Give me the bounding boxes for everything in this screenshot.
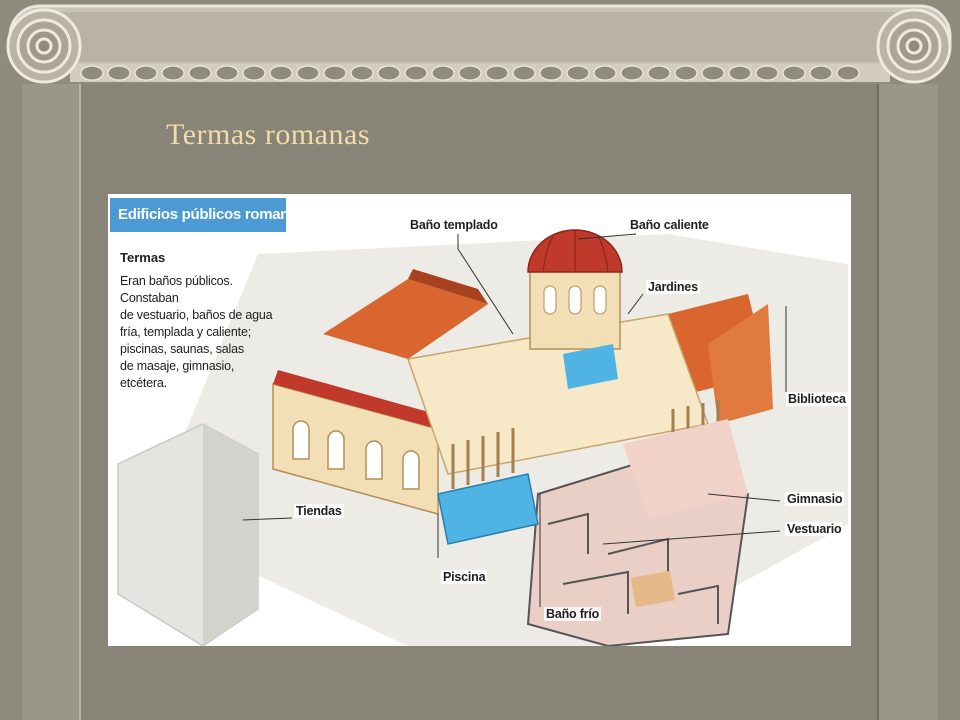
dome-windows — [543, 285, 607, 315]
label-bano-frio: Baño frío — [544, 607, 602, 621]
leader-lines — [242, 233, 787, 607]
egg-ornament — [458, 65, 482, 81]
egg-ornament — [350, 65, 374, 81]
egg-ornament — [620, 65, 644, 81]
egg-ornament — [809, 65, 833, 81]
baths-drawing — [117, 229, 848, 646]
egg-ornament — [431, 65, 455, 81]
egg-ornament — [296, 65, 320, 81]
egg-ornament — [836, 65, 860, 81]
egg-ornament — [674, 65, 698, 81]
slide-title: Termas romanas — [166, 118, 370, 151]
figure-header: Edificios públicos romanos — [110, 198, 306, 232]
label-vestuario: Vestuario — [785, 522, 844, 536]
pool-tepid — [563, 344, 618, 389]
egg-ornament — [269, 65, 293, 81]
egg-ornament — [161, 65, 185, 81]
label-bano-caliente: Baño caliente — [628, 218, 711, 232]
label-tiendas: Tiendas — [294, 504, 344, 518]
egg-ornament — [782, 65, 806, 81]
front-roof — [273, 370, 443, 429]
egg-ornament — [80, 65, 104, 81]
rear-roof-left — [323, 279, 488, 359]
label-jardines: Jardines — [646, 280, 700, 294]
figure-description: Eran baños públicos. Constaban de vestua… — [120, 274, 273, 390]
eggs — [80, 65, 860, 81]
egg-ornament — [566, 65, 590, 81]
label-gimnasio: Gimnasio — [785, 492, 845, 506]
egg-ornament — [404, 65, 428, 81]
label-bano-templado: Baño templado — [408, 218, 500, 232]
egg-ornament — [593, 65, 617, 81]
egg-ornament — [485, 65, 509, 81]
colonnade-left — [451, 428, 515, 489]
label-piscina: Piscina — [441, 570, 488, 584]
right-pillar — [878, 84, 938, 720]
egg-ornament — [242, 65, 266, 81]
egg-ornament — [188, 65, 212, 81]
left-pillar — [22, 84, 80, 720]
egg-ornament — [512, 65, 536, 81]
front-arches — [292, 420, 420, 490]
figure-subtitle: Termas — [120, 250, 166, 265]
egg-ornament — [701, 65, 725, 81]
pool-piscina — [437, 473, 539, 545]
roman-baths-illustration: Edificios públicos romanos Termas Eran b… — [108, 194, 851, 646]
mosaic — [630, 570, 676, 608]
left-volute — [6, 8, 82, 84]
egg-ornament — [215, 65, 239, 81]
egg-ornament — [755, 65, 779, 81]
side-roof-right — [708, 304, 773, 424]
egg-ornament — [728, 65, 752, 81]
right-volute — [876, 8, 952, 84]
label-biblioteca: Biblioteca — [786, 392, 848, 406]
egg-ornament — [323, 65, 347, 81]
gymnasium-floor — [623, 419, 748, 519]
egg-ornament — [539, 65, 563, 81]
egg-ornament — [134, 65, 158, 81]
egg-ornament — [107, 65, 131, 81]
egg-ornament — [647, 65, 671, 81]
egg-ornament — [377, 65, 401, 81]
